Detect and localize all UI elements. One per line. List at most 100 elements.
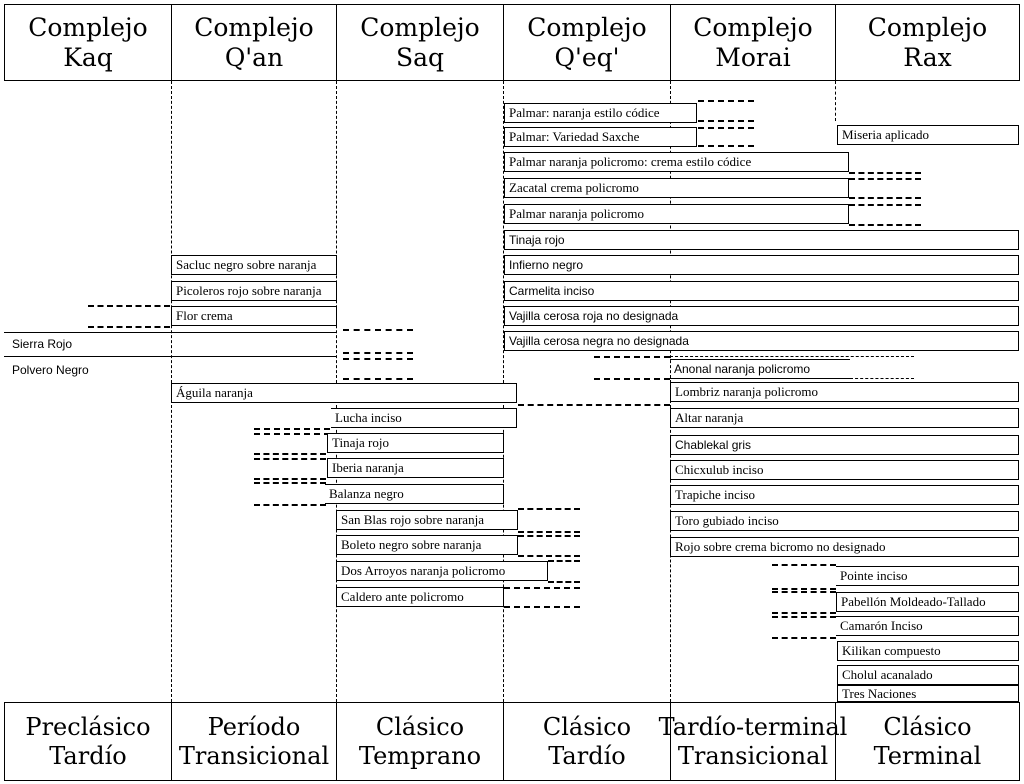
continuation-dash bbox=[88, 326, 170, 328]
ware-bar: Carmelita inciso bbox=[504, 281, 1019, 301]
continuation-dash bbox=[850, 378, 914, 379]
period-label-line1: Período bbox=[207, 712, 301, 741]
ware-bar: Zacatal crema policromo bbox=[504, 178, 849, 198]
continuation-dash bbox=[343, 329, 413, 331]
complex-header-qeq: Complejo Q'eq' bbox=[503, 4, 671, 81]
complex-label-line1: Complejo bbox=[28, 12, 148, 42]
complex-label-line1: Complejo bbox=[194, 12, 314, 42]
period-label-line2: Transicional bbox=[677, 741, 829, 770]
continuation-dash bbox=[698, 120, 754, 122]
ware-bar: Camarón Inciso bbox=[836, 616, 1019, 636]
ware-bar: Toro gubiado inciso bbox=[670, 511, 1019, 531]
ware-bar: Chablekal gris bbox=[670, 435, 1019, 455]
complex-label-line2: Q'an bbox=[224, 42, 284, 72]
continuation-dash bbox=[518, 531, 580, 533]
continuation-dash bbox=[343, 352, 413, 354]
complex-label-line2: Q'eq' bbox=[554, 42, 620, 72]
continuation-dash bbox=[254, 482, 326, 484]
ware-bar: Caldero ante policromo bbox=[336, 587, 504, 607]
ware-bar: San Blas rojo sobre naranja bbox=[336, 510, 518, 530]
complex-header-morai: Complejo Morai bbox=[670, 4, 836, 81]
complex-label-line1: Complejo bbox=[693, 12, 813, 42]
ware-bar: Tres Naciones bbox=[837, 685, 1019, 702]
ware-bar: Palmar naranja policromo: crema estilo c… bbox=[504, 152, 849, 172]
period-label-line2: Tardío bbox=[548, 741, 626, 770]
continuation-dash bbox=[548, 581, 580, 583]
ware-bar: Palmar: naranja estilo códice bbox=[504, 103, 697, 123]
period-header-preclasico-tardio: Preclásico Tardío bbox=[4, 702, 172, 781]
continuation-dash bbox=[849, 172, 921, 174]
continuation-dash bbox=[849, 224, 921, 226]
ware-bar: Sacluc negro sobre naranja bbox=[171, 255, 337, 275]
complex-label-line2: Rax bbox=[903, 42, 952, 72]
ware-bar: Vajilla cerosa negra no designada bbox=[504, 331, 1019, 351]
period-label-line1: Tardío-terminal bbox=[658, 712, 848, 741]
continuation-dash bbox=[518, 555, 580, 557]
complex-label-line1: Complejo bbox=[360, 12, 480, 42]
period-label-line2: Temprano bbox=[358, 741, 482, 770]
ware-bar: Picoleros rojo sobre naranja bbox=[171, 281, 337, 301]
column-divider bbox=[835, 81, 836, 121]
ware-bar: Dos Arroyos naranja policromo bbox=[336, 561, 548, 581]
complex-label-line2: Kaq bbox=[63, 42, 113, 72]
continuation-dash bbox=[518, 508, 580, 510]
ware-label: Sierra Rojo bbox=[12, 337, 73, 351]
complex-header-rax: Complejo Rax bbox=[835, 4, 1020, 81]
ware-bar: Boleto negro sobre naranja bbox=[336, 535, 518, 555]
complex-header-saq: Complejo Saq bbox=[336, 4, 504, 81]
continuation-dash bbox=[698, 127, 754, 129]
ware-bar: Altar naranja bbox=[670, 408, 1019, 428]
continuation-dash bbox=[343, 378, 413, 380]
ware-bar: Vajilla cerosa roja no designada bbox=[504, 306, 1019, 326]
ware-bar: Infierno negro bbox=[504, 255, 1019, 275]
ware-bar: Tinaja rojo bbox=[327, 433, 504, 453]
ware-bar: Cholul acanalado bbox=[837, 665, 1019, 685]
period-label-line1: Clásico bbox=[542, 712, 632, 741]
continuation-dash bbox=[772, 564, 836, 566]
period-header-tardio-terminal: Tardío-terminal Transicional bbox=[659, 702, 847, 781]
ware-bar: Kilikan compuesto bbox=[837, 641, 1019, 661]
period-header-transicional: Período Transicional bbox=[171, 702, 337, 781]
complex-label-line2: Saq bbox=[395, 42, 445, 72]
period-label-line2: Transicional bbox=[178, 741, 330, 770]
ware-bar: Anonal naranja policromo bbox=[670, 359, 850, 379]
ware-span-line bbox=[4, 332, 336, 333]
ware-bar: Rojo sobre crema bicromo no designado bbox=[670, 537, 1019, 557]
continuation-dash bbox=[254, 478, 326, 480]
continuation-dash bbox=[772, 637, 836, 639]
continuation-dash bbox=[594, 356, 670, 358]
continuation-dash bbox=[594, 378, 670, 380]
complex-label-line2: Morai bbox=[715, 42, 791, 72]
ware-bar: Flor crema bbox=[171, 306, 337, 326]
continuation-dash bbox=[504, 587, 580, 589]
ware-label: Polvero Negro bbox=[12, 363, 89, 377]
ware-bar: Lombriz naranja policromo bbox=[670, 382, 1019, 402]
ware-bar: Trapiche inciso bbox=[670, 485, 1019, 505]
continuation-dash bbox=[772, 616, 836, 618]
period-header-clasico-tardio: Clásico Tardío bbox=[503, 702, 671, 781]
continuation-dash bbox=[343, 358, 413, 360]
continuation-dash bbox=[254, 504, 326, 506]
continuation-dash bbox=[254, 458, 326, 460]
period-label-line1: Preclásico bbox=[25, 712, 151, 741]
continuation-dash bbox=[548, 560, 580, 562]
continuation-dash bbox=[254, 453, 326, 455]
period-label-line2: Tardío bbox=[49, 741, 127, 770]
complex-label-line1: Complejo bbox=[867, 12, 988, 42]
continuation-dash bbox=[254, 433, 330, 435]
continuation-dash bbox=[504, 606, 580, 608]
continuation-dash bbox=[698, 100, 754, 102]
period-header-clasico-terminal: Clásico Terminal bbox=[835, 702, 1020, 781]
continuation-dash bbox=[772, 612, 836, 614]
continuation-dash bbox=[670, 356, 914, 357]
period-header-clasico-temprano: Clásico Temprano bbox=[336, 702, 504, 781]
ware-bar: Miseria aplicado bbox=[837, 125, 1019, 145]
ware-bar: Pointe inciso bbox=[836, 566, 1019, 586]
ware-span-line bbox=[4, 356, 336, 357]
ware-bar: Lucha inciso bbox=[331, 408, 517, 428]
period-label-line2: Terminal bbox=[873, 741, 982, 770]
ware-bar: Palmar naranja policromo bbox=[504, 204, 849, 224]
continuation-dash bbox=[698, 145, 754, 147]
continuation-dash bbox=[772, 588, 836, 590]
